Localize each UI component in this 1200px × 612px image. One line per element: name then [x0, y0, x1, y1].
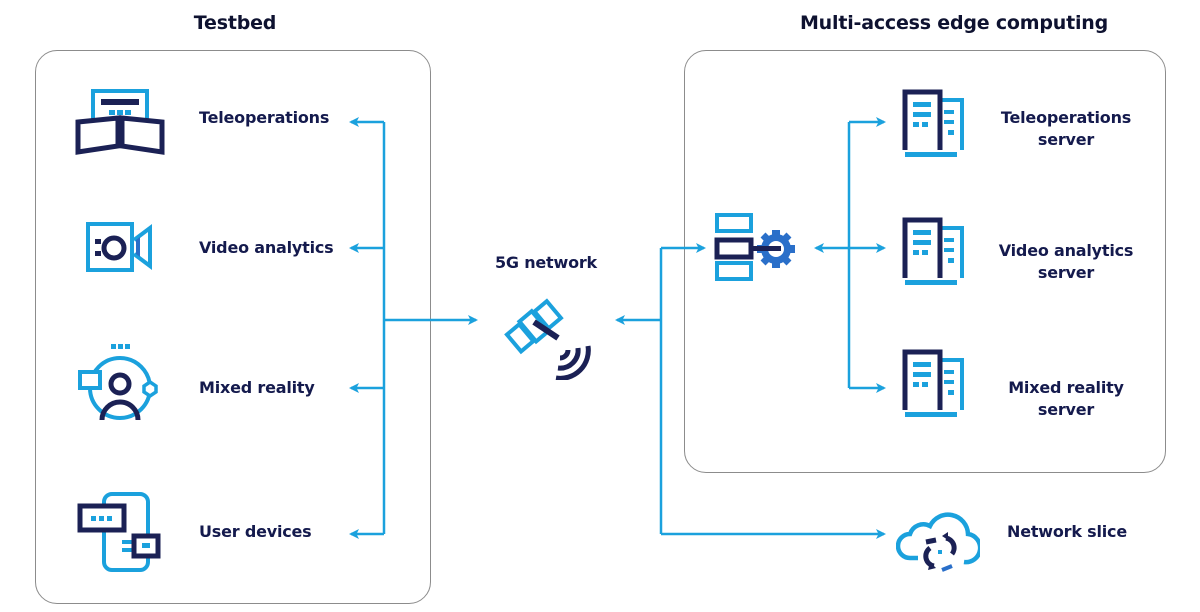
server-building-icon	[902, 89, 964, 157]
label-video-analytics-server: Video analytics server	[990, 240, 1142, 284]
user-devices-icon	[77, 492, 161, 572]
label-line-2: server	[1037, 130, 1095, 149]
label-mixed-reality: Mixed reality	[199, 378, 315, 397]
label-line-2: server	[1037, 400, 1095, 419]
label-line-1: Mixed reality	[1008, 378, 1124, 397]
label-mixed-reality-server: Mixed reality server	[990, 377, 1142, 421]
mec-container	[684, 50, 1166, 473]
server-building-icon	[902, 349, 964, 417]
label-teleoperations: Teleoperations	[199, 108, 330, 127]
label-network-slice: Network slice	[1007, 522, 1127, 541]
label-line-1: Video analytics	[998, 241, 1134, 260]
cloud-sync-icon	[896, 512, 980, 572]
testbed-container	[35, 50, 431, 604]
label-5g-network: 5G network	[494, 253, 598, 272]
label-line-2: server	[1037, 263, 1095, 282]
server-gear-icon	[714, 213, 795, 281]
label-line-1: Teleoperations	[1000, 108, 1132, 127]
label-video-analytics: Video analytics	[199, 238, 334, 257]
video-camera-icon	[86, 222, 152, 272]
mec-title: Multi-access edge computing	[799, 12, 1109, 34]
testbed-title: Testbed	[193, 12, 277, 34]
mixed-reality-user-icon	[78, 344, 158, 421]
satellite-signal-icon	[504, 298, 591, 380]
teleoperations-monitors-icon	[75, 89, 165, 155]
label-user-devices: User devices	[199, 522, 312, 541]
label-teleoperations-server: Teleoperations server	[990, 107, 1142, 151]
server-building-icon	[902, 217, 964, 285]
